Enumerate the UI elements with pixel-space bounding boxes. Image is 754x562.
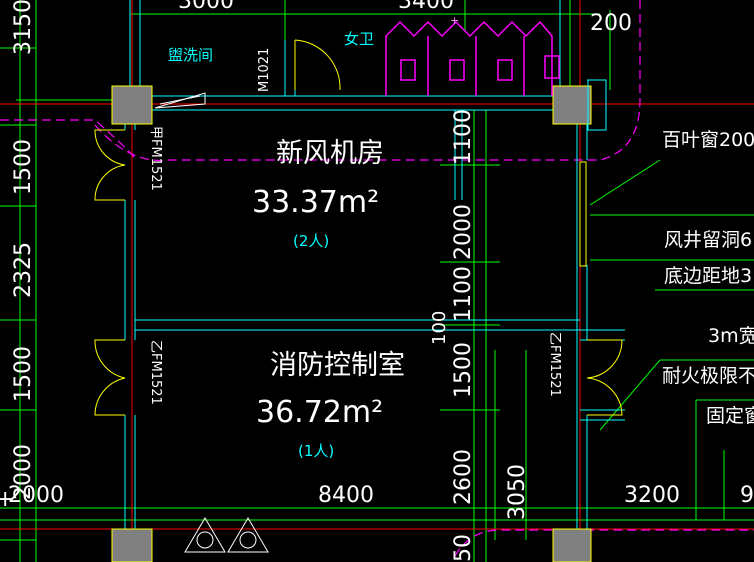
dim-bottom-right-partial: 9 [740,483,754,508]
dim-top-200: 200 [590,11,632,36]
room-fresh-air-area: 33.37m² [252,185,379,220]
room-fire-control-area: 36.72m² [256,395,383,430]
column-bottom-right [552,528,592,562]
annotations: 百叶窗200 风井留洞6 底边距地3 3m宽 耐火极限不 固定窗 [662,129,754,427]
annotation-louver: 百叶窗200 [662,129,754,151]
dim-bottom-8400: 8400 [318,483,374,508]
dim-top-3400: 3400 [398,0,454,14]
annotation-width-3m: 3m宽 [708,325,754,347]
dim-bottom-inner-partial: 50 [451,534,476,562]
marker-plus: + [450,14,459,27]
column-outline-right [587,79,607,131]
dim-inner-1500: 1500 [451,342,476,398]
annotation-shaft-opening: 风井留洞6 [664,229,752,251]
dim-left-2000: 2000 [11,444,36,500]
room-womens-toilet: 女卫 [344,30,374,48]
dim-bottom-3200: 3200 [624,483,680,508]
dim-inner-2000: 2000 [451,204,476,260]
room-labels: 盥洗间 女卫 新风机房 33.37m² (2人) 消防控制室 36.72m² (… [168,30,405,460]
structural-columns [111,85,592,562]
dim-left-1500a: 1500 [11,139,36,195]
dim-left-1500b: 1500 [11,346,36,402]
annotation-fire-rating: 耐火极限不 [662,365,754,387]
dim-inner-3050: 3050 [505,464,530,520]
toilet-stalls [385,20,560,96]
door-tag-m1021: M1021 [257,48,272,92]
door-tags: M1021 甲FM1521 乙FM1521 乙FM1521 [148,48,562,405]
dim-left-2325: 2325 [11,242,36,298]
column-bottom-left [111,528,153,562]
dim-left-3150: 3150 [11,0,36,55]
room-washroom: 盥洗间 [168,46,213,64]
door-tag-fm-upper-left: 甲FM1521 [148,126,163,191]
column-top-left [111,85,153,125]
stair-arrows [154,92,269,553]
dim-top-3000: 3000 [178,0,234,14]
annotation-fixed-window: 固定窗 [706,405,754,427]
dim-bottom-left-plus: + [0,487,14,512]
room-fire-control-occupancy: (1人) [298,442,334,460]
door-tag-fm-lower-right: 乙FM1521 [547,332,562,397]
room-fresh-air-occupancy: (2人) [293,232,329,250]
dim-inner-2600: 2600 [451,449,476,505]
dim-inner-1100b: 1100 [451,266,476,322]
door-tag-fm-lower-left: 乙FM1521 [148,340,163,405]
column-top-right [552,85,592,125]
annotation-sill-height: 底边距地3 [664,265,752,287]
dim-inner-1100a: 1100 [451,109,476,165]
walls [124,0,625,530]
door-swings [94,39,623,416]
dim-wall-100: 100 [429,311,450,345]
room-fire-control-name: 消防控制室 [270,350,405,381]
dim-bottom-left-partial: 2000 [8,483,64,508]
room-fresh-air-name: 新风机房 [276,138,384,169]
